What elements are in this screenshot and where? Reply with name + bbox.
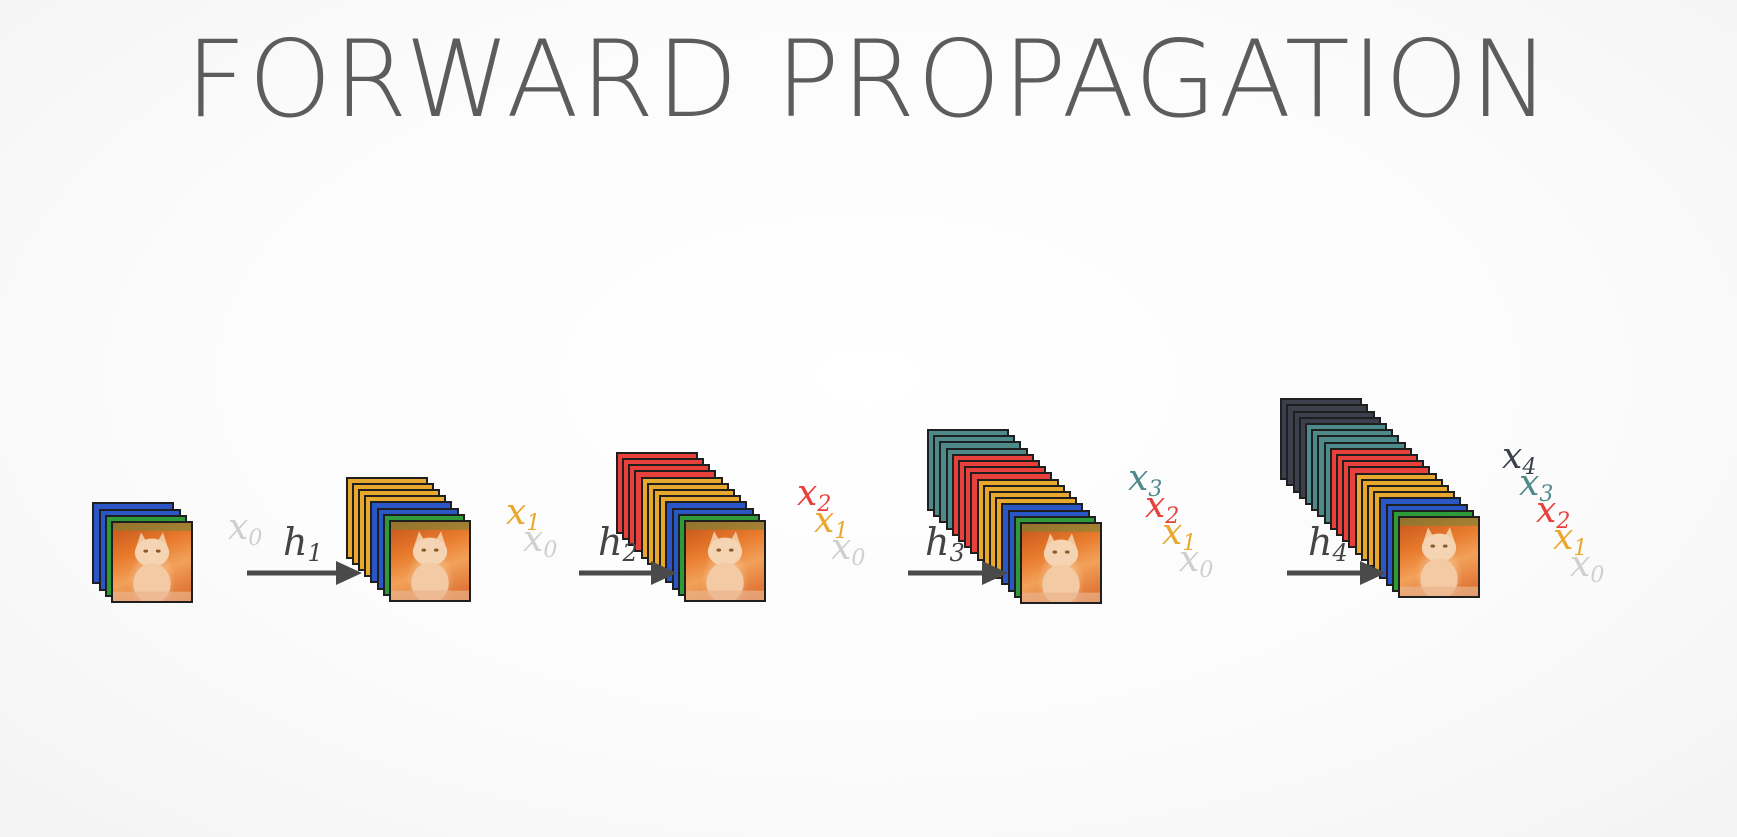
label-subscript: 2 — [622, 539, 638, 567]
input-image — [389, 520, 471, 602]
layer-label-x1: x1 — [1553, 520, 1587, 567]
layer-label-x3: x3 — [1128, 461, 1162, 508]
label-subscript: 2 — [1165, 504, 1180, 529]
transform-label-h3: h3 — [925, 523, 965, 572]
kitten-image — [1022, 524, 1100, 602]
input-image — [111, 521, 193, 603]
label-base: x — [1570, 544, 1591, 585]
layer-label-x0: x0 — [831, 530, 865, 577]
label-subscript: 3 — [949, 539, 965, 567]
label-subscript: 1 — [307, 539, 323, 567]
transform-label-h1: h1 — [283, 523, 323, 572]
arrow-right-icon — [579, 561, 677, 585]
label-base: x — [1162, 512, 1183, 553]
layer-label-x4: x4 — [1502, 439, 1536, 486]
label-base: h — [925, 520, 950, 564]
layer-label-x1: x1 — [814, 503, 848, 550]
transform-label-h4: h4 — [1308, 523, 1348, 572]
label-subscript: 3 — [1539, 482, 1554, 507]
label-subscript: 1 — [834, 519, 849, 544]
label-base: x — [228, 507, 249, 548]
label-base: x — [1145, 485, 1166, 526]
layer-label-x1: x1 — [1162, 515, 1196, 562]
transform-label-h2: h2 — [598, 523, 638, 572]
label-subscript: 3 — [1148, 477, 1163, 502]
layer-label-x1: x1 — [506, 495, 540, 542]
layer-label-x0: x0 — [228, 510, 262, 557]
label-base: x — [523, 519, 544, 560]
arrow-right-icon — [908, 561, 1008, 585]
layer-label-x2: x2 — [1145, 488, 1179, 535]
label-base: x — [1553, 517, 1574, 558]
input-image — [684, 520, 766, 602]
slide-title: FORWARD PROPAGATION — [185, 18, 1552, 141]
label-base: x — [831, 527, 852, 568]
arrow-right-icon — [1287, 561, 1386, 585]
layer-label-x0: x0 — [1179, 542, 1213, 589]
kitten-image — [1400, 518, 1478, 596]
layer-label-x3: x3 — [1519, 466, 1553, 513]
label-subscript: 4 — [1522, 455, 1537, 480]
label-subscript: 0 — [248, 526, 263, 551]
label-base: x — [1128, 458, 1149, 499]
label-subscript: 0 — [851, 546, 866, 571]
label-base: h — [283, 520, 308, 564]
label-base: h — [598, 520, 623, 564]
label-base: x — [1179, 539, 1200, 580]
kitten-image — [686, 522, 764, 600]
layer-label-x2: x2 — [797, 476, 831, 523]
label-subscript: 0 — [1590, 563, 1605, 588]
label-base: x — [814, 500, 835, 541]
label-base: h — [1308, 520, 1333, 564]
label-base: x — [1536, 490, 1557, 531]
label-base: x — [1502, 436, 1523, 477]
input-image — [1020, 522, 1102, 604]
label-subscript: 4 — [1332, 539, 1348, 567]
label-subscript: 1 — [526, 511, 541, 536]
label-base: x — [1519, 463, 1540, 504]
input-image — [1398, 516, 1480, 598]
label-base: x — [797, 473, 818, 514]
layer-label-x0: x0 — [1570, 547, 1604, 594]
label-subscript: 2 — [1556, 509, 1571, 534]
label-subscript: 0 — [543, 538, 558, 563]
label-subscript: 1 — [1182, 531, 1197, 556]
label-subscript: 1 — [1573, 536, 1588, 561]
kitten-image — [391, 522, 469, 600]
layer-label-x2: x2 — [1536, 493, 1570, 540]
label-base: x — [506, 492, 527, 533]
label-subscript: 0 — [1199, 558, 1214, 583]
label-subscript: 2 — [817, 492, 832, 517]
arrow-right-icon — [247, 561, 362, 585]
layer-label-x0: x0 — [523, 522, 557, 569]
kitten-image — [113, 523, 191, 601]
